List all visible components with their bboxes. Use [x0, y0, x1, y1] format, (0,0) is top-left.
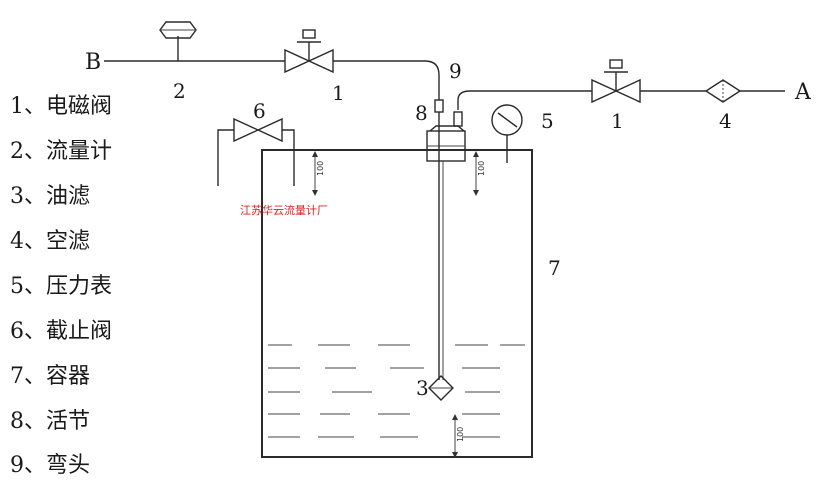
dim-right-top	[473, 151, 479, 196]
dim-bottom-label: 100	[456, 427, 465, 442]
flowmeter-number: 2	[173, 79, 186, 103]
legend-item-4: 4、空滤	[10, 229, 90, 254]
flowmeter	[159, 21, 197, 61]
air-filter	[704, 79, 742, 103]
inlet-b-label: B	[85, 50, 101, 75]
elbow	[424, 60, 440, 100]
elbow-number: 9	[449, 59, 462, 83]
solenoid-valve-left	[284, 29, 334, 74]
air-filter-number: 4	[719, 109, 732, 133]
dim-left-top	[312, 151, 318, 196]
stop-valve-number: 6	[253, 99, 266, 123]
legend-item-2: 2、流量计	[10, 139, 112, 164]
legend-item-9: 9、弯头	[10, 453, 90, 478]
legend: 1、电磁阀 2、流量计 3、油滤 4、空滤 5、压力表 6、截止阀 7、容器 8…	[10, 94, 112, 478]
legend-item-5: 5、压力表	[10, 274, 112, 299]
legend-item-7: 7、容器	[10, 364, 90, 389]
solenoid-valve-right	[591, 59, 641, 104]
dim-bottom	[452, 414, 458, 458]
gauge-number: 5	[541, 109, 554, 133]
container-number: 7	[548, 256, 561, 280]
valve-right-number: 1	[611, 109, 624, 133]
dim-left-top-label: 100	[316, 161, 325, 176]
union-number: 8	[415, 101, 428, 125]
pipe-a-elbow	[457, 90, 592, 110]
valve-left-number: 1	[332, 81, 345, 105]
legend-item-3: 3、油滤	[10, 184, 90, 209]
legend-item-1: 1、电磁阀	[10, 94, 112, 119]
legend-item-6: 6、截止阀	[10, 319, 112, 344]
dim-right-top-label: 100	[477, 161, 486, 176]
container	[261, 149, 533, 458]
watermark: 江苏华云流量计厂	[240, 203, 328, 217]
liquid-surface	[268, 344, 525, 438]
inlet-a-label: A	[794, 80, 812, 105]
legend-item-8: 8、活节	[10, 409, 90, 434]
oil-filter	[428, 375, 454, 401]
pressure-gauge	[491, 104, 523, 163]
stop-valve	[217, 117, 295, 186]
union-fitting	[426, 99, 466, 162]
oil-filter-number: 3	[416, 376, 429, 400]
